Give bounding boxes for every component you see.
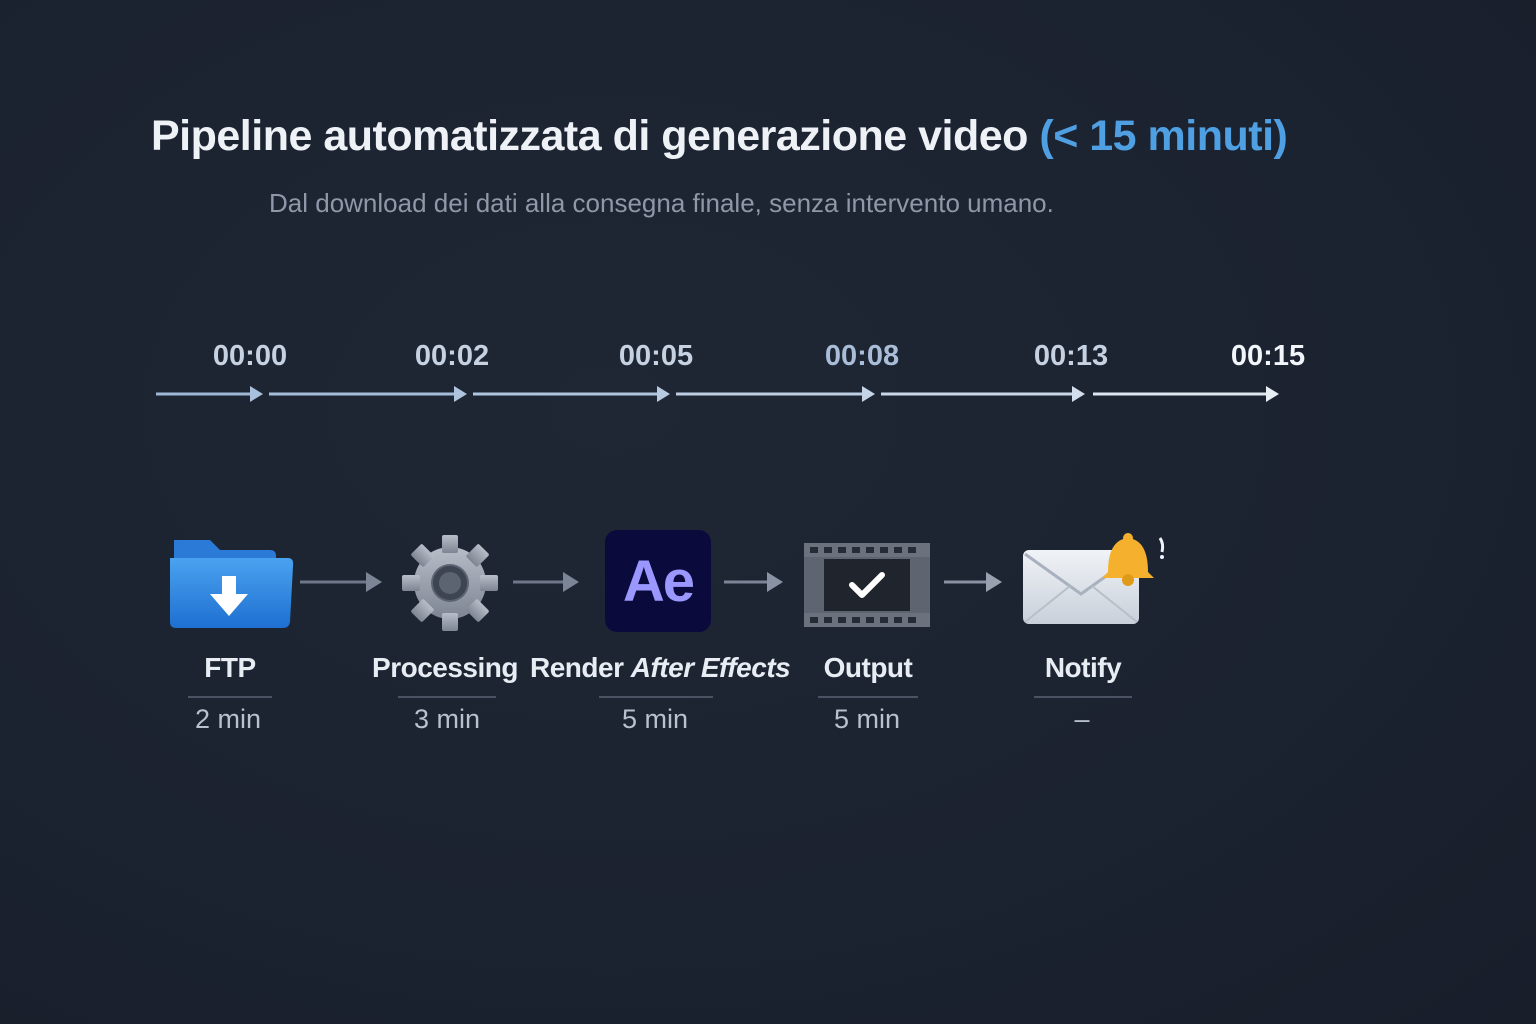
film-check-icon: [804, 543, 930, 627]
timeline-arrowhead: [1072, 386, 1085, 402]
stage-name-render-italic: After Effects: [630, 652, 791, 683]
stage-name-ftp: FTP: [204, 652, 256, 683]
after-effects-icon: Ae: [605, 530, 711, 632]
page-title: Pipeline automatizzata di generazione vi…: [151, 112, 1288, 161]
page-subtitle: Dal download dei dati alla consegna fina…: [269, 188, 1054, 218]
stage-divider: [398, 696, 496, 698]
stage-divider: [818, 696, 918, 698]
bell-icon: [1102, 533, 1154, 586]
stage-divider: [599, 696, 713, 698]
stage-name-processing: Processing: [372, 652, 518, 683]
stage-duration: 5 min: [833, 704, 901, 734]
after-effects-icon-text: Ae: [622, 548, 695, 614]
stage-divider: [1034, 696, 1132, 698]
timeline-arrowhead: [1266, 386, 1279, 402]
timeline-arrowhead: [454, 386, 467, 402]
timeline-arrowhead: [250, 386, 263, 402]
time-label: 00:00: [212, 340, 288, 372]
time-label: 00:08: [824, 340, 900, 372]
gear-icon: [402, 535, 498, 631]
flow-arrowhead: [563, 572, 579, 592]
stage-duration: 5 min: [621, 704, 689, 734]
timeline-segments: [156, 386, 1279, 402]
stage-name-render: Render After Effects: [530, 652, 791, 684]
timeline-arrowhead: [657, 386, 670, 402]
flow-arrowhead: [986, 572, 1002, 592]
flow-arrowhead: [366, 572, 382, 592]
time-label: 00:15: [1230, 340, 1306, 372]
flow-arrowhead: [767, 572, 783, 592]
time-label: 00:05: [618, 340, 694, 372]
stage-name-notify: Notify: [1044, 652, 1122, 683]
time-label: 00:02: [414, 340, 490, 372]
stage-name-render-prefix: Render: [530, 652, 631, 683]
stage-duration: 2 min: [194, 704, 262, 734]
stage-duration: 3 min: [413, 704, 481, 734]
title-main: Pipeline automatizzata di generazione vi…: [151, 112, 1028, 160]
timeline-arrowhead: [862, 386, 875, 402]
stage-divider: [188, 696, 272, 698]
title-accent: (< 15 minuti): [1039, 112, 1288, 160]
stage-name-output: Output: [823, 652, 913, 683]
mail-bell-icon: [1023, 533, 1165, 624]
stage-duration: –: [1074, 704, 1090, 734]
folder-download-icon: [170, 540, 294, 628]
flow-arrows: [300, 572, 1002, 592]
time-label: 00:13: [1033, 340, 1109, 372]
